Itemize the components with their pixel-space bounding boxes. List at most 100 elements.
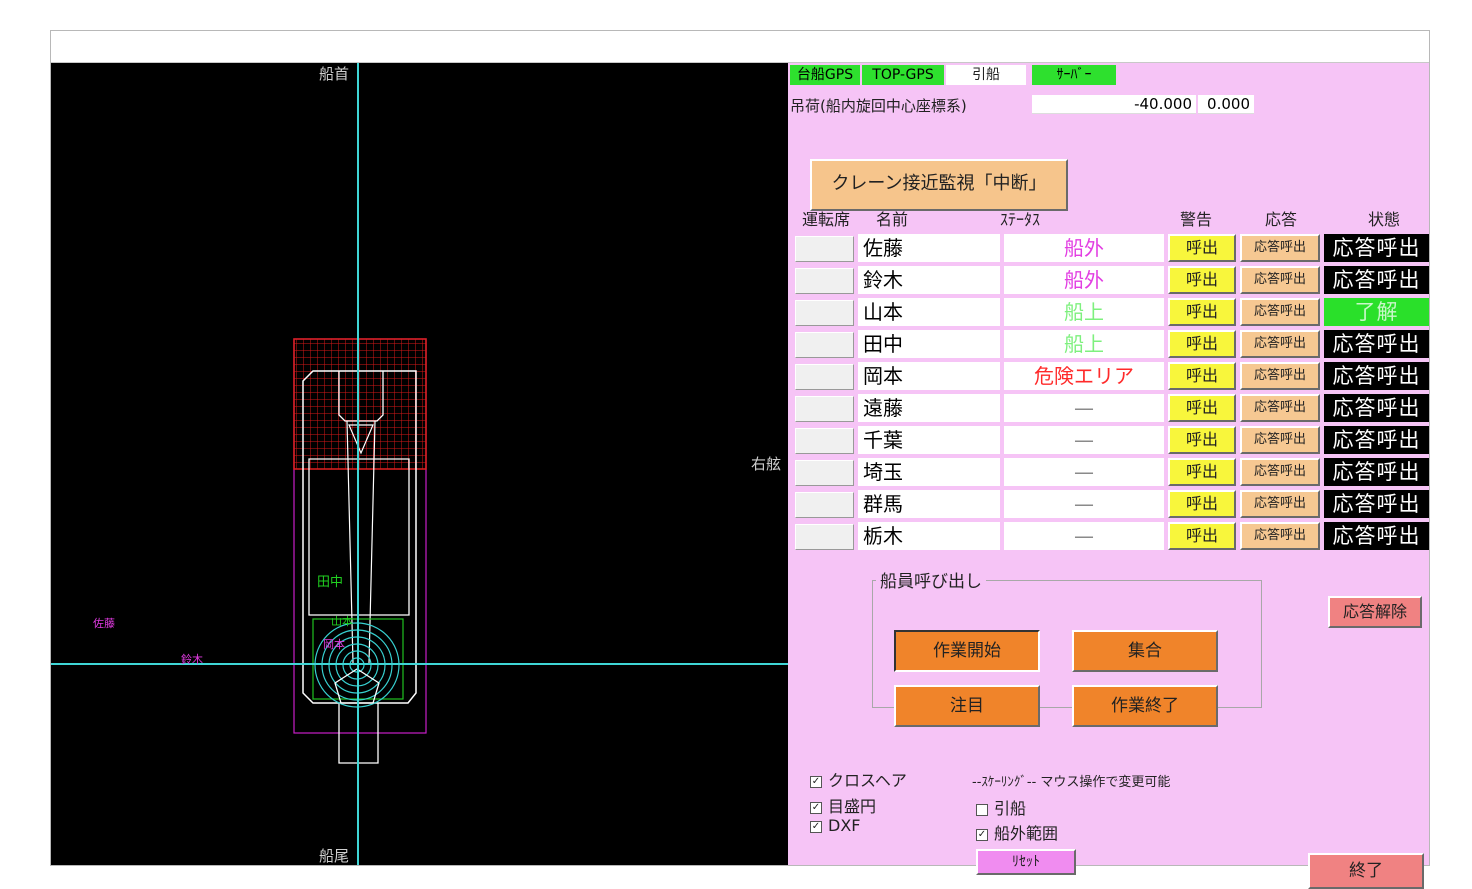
stern-label: 船尾 [319, 847, 350, 865]
checkbox-icon [976, 803, 988, 816]
tag-server: ｻｰﾊﾞｰ [1032, 65, 1116, 85]
seat-button[interactable] [795, 300, 854, 326]
checkbox-icon: ✓ [810, 775, 822, 788]
load-coords-label: 吊荷(船内旋回中心座標系) [790, 97, 967, 115]
crew-state: 応答呼出 [1324, 394, 1429, 422]
release-response-button[interactable]: 応答解除 [1328, 596, 1422, 628]
dxf-checkbox[interactable]: ✓ DXF [810, 816, 860, 835]
pedestal [334, 668, 380, 704]
response-call-button[interactable]: 応答呼出 [1240, 522, 1320, 550]
response-call-button[interactable]: 応答呼出 [1240, 394, 1320, 422]
warning-call-button[interactable]: 呼出 [1168, 426, 1236, 454]
tug-label: 引船 [994, 799, 1027, 818]
vessel-canvas[interactable]: 船首 船尾 右舷 田中 山本 岡本 佐藤 鈴木 [51, 63, 788, 865]
response-call-button[interactable]: 応答呼出 [1240, 234, 1320, 262]
crew-name: 田中 [858, 330, 1000, 358]
warning-call-button[interactable]: 呼出 [1168, 522, 1236, 550]
seat-button[interactable] [795, 492, 854, 518]
seat-button[interactable] [795, 428, 854, 454]
header-seat: 運転席 [802, 210, 851, 229]
response-call-button[interactable]: 応答呼出 [1240, 330, 1320, 358]
response-call-button[interactable]: 応答呼出 [1240, 266, 1320, 294]
outside-range-checkbox[interactable]: ✓船外範囲 [976, 820, 1058, 844]
tug-checkbox[interactable]: 引船 [976, 795, 1026, 819]
reset-button[interactable]: ﾘｾｯﾄ [976, 849, 1076, 875]
deck-inner-rect [308, 458, 410, 616]
crew-name: 山本 [858, 298, 1000, 326]
warning-call-button[interactable]: 呼出 [1168, 394, 1236, 422]
warning-call-button[interactable]: 呼出 [1168, 362, 1236, 390]
tag-tug: 引船 [946, 65, 1026, 85]
tag-top-gps: TOP-GPS [862, 65, 944, 85]
crew-state: 応答呼出 [1324, 266, 1429, 294]
seat-button[interactable] [795, 396, 854, 422]
exit-button[interactable]: 終了 [1308, 853, 1424, 889]
crew-row: 鈴木船外呼出応答呼出応答呼出 [788, 265, 1429, 295]
warning-call-button[interactable]: 呼出 [1168, 458, 1236, 486]
crane-boom [346, 420, 376, 664]
crew-status: 船外 [1004, 234, 1164, 262]
checkbox-icon: ✓ [810, 820, 822, 833]
crew-status: 船外 [1004, 266, 1164, 294]
crew-name: 鈴木 [858, 266, 1000, 294]
seat-button[interactable] [795, 236, 854, 262]
crew-row: 遠藤—呼出応答呼出応答呼出 [788, 393, 1429, 423]
checkbox-icon: ✓ [810, 801, 822, 814]
header-warning: 警告 [1180, 210, 1213, 229]
seat-button[interactable] [795, 364, 854, 390]
response-call-button[interactable]: 応答呼出 [1240, 426, 1320, 454]
crew-state: 応答呼出 [1324, 362, 1429, 390]
danger-area-grid [293, 338, 427, 470]
warning-call-button[interactable]: 呼出 [1168, 490, 1236, 518]
header-state: 状態 [1368, 210, 1401, 229]
response-call-button[interactable]: 応答呼出 [1240, 458, 1320, 486]
crew-row: 埼玉—呼出応答呼出応答呼出 [788, 457, 1429, 487]
response-call-button[interactable]: 応答呼出 [1240, 490, 1320, 518]
worker-okamoto-label: 岡本 [323, 638, 345, 651]
crew-state: 応答呼出 [1324, 458, 1429, 486]
crew-row: 佐藤船外呼出応答呼出応答呼出 [788, 233, 1429, 263]
header-status: ｽﾃｰﾀｽ [1000, 210, 1041, 229]
crew-name: 栃木 [858, 522, 1000, 550]
bow-label: 船首 [319, 65, 350, 83]
dxf-label: DXF [828, 816, 861, 835]
crew-state: 応答呼出 [1324, 490, 1429, 518]
seat-button[interactable] [795, 268, 854, 294]
crew-status: — [1004, 490, 1164, 518]
seat-button[interactable] [795, 332, 854, 358]
header-name: 名前 [876, 210, 909, 229]
seat-button[interactable] [795, 524, 854, 550]
warning-call-button[interactable]: 呼出 [1168, 234, 1236, 262]
crane-monitor-button[interactable]: クレーン接近監視「中断」 [810, 159, 1068, 211]
warning-call-button[interactable]: 呼出 [1168, 330, 1236, 358]
response-call-button[interactable]: 応答呼出 [1240, 362, 1320, 390]
crew-status: — [1004, 426, 1164, 454]
seat-button[interactable] [795, 460, 854, 486]
scaling-label: --ｽｹｰﾘﾝｸﾞ-- マウス操作で変更可能 [972, 775, 1171, 790]
worker-yamamoto-label: 山本 [331, 615, 353, 628]
scale-circle-checkbox[interactable]: ✓ 目盛円 [810, 793, 876, 817]
worker-suzuki-label: 鈴木 [181, 653, 203, 666]
crew-status: 船上 [1004, 298, 1164, 326]
crew-state: 応答呼出 [1324, 522, 1429, 550]
crew-name: 埼玉 [858, 458, 1000, 486]
warning-call-button[interactable]: 呼出 [1168, 266, 1236, 294]
load-x-field: -40.000 [1032, 95, 1196, 114]
vessel-drawing [51, 63, 788, 865]
gather-button[interactable]: 集合 [1072, 630, 1218, 672]
starboard-label: 右舷 [751, 455, 782, 473]
work-end-button[interactable]: 作業終了 [1072, 685, 1218, 727]
crew-call-group [872, 580, 1262, 708]
response-call-button[interactable]: 応答呼出 [1240, 298, 1320, 326]
crosshair-checkbox[interactable]: ✓クロスヘア [810, 767, 907, 791]
scale-circle-label: 目盛円 [828, 797, 877, 816]
work-start-button[interactable]: 作業開始 [894, 630, 1040, 672]
crew-row: 栃木—呼出応答呼出応答呼出 [788, 521, 1429, 551]
control-panel: 台船GPS TOP-GPS 引船 ｻｰﾊﾞｰ 吊荷(船内旋回中心座標系) -40… [788, 63, 1429, 889]
crew-status: — [1004, 458, 1164, 486]
attention-button[interactable]: 注目 [894, 685, 1040, 727]
crew-name: 千葉 [858, 426, 1000, 454]
crew-status: — [1004, 522, 1164, 550]
checkbox-icon: ✓ [976, 828, 988, 841]
warning-call-button[interactable]: 呼出 [1168, 298, 1236, 326]
